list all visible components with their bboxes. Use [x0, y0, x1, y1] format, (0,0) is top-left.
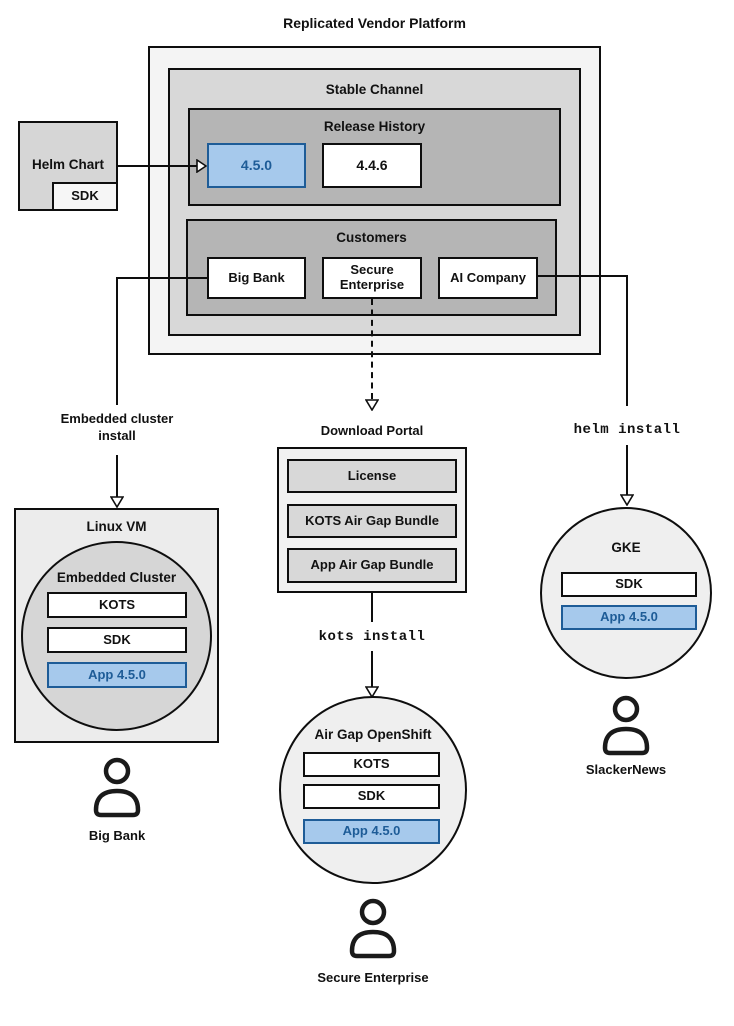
release-4-4-6: 4.4.6 [322, 143, 422, 188]
release-history-label: Release History [323, 119, 426, 134]
arrowhead-right-icon [196, 159, 207, 173]
gke-sdk-box: SDK [561, 572, 697, 597]
stable-channel-label: Stable Channel [325, 82, 424, 97]
helm-chart-label: Helm Chart [31, 157, 104, 172]
linuxvm-app-box: App 4.5.0 [47, 662, 187, 688]
arrowhead-down-portal-icon [365, 399, 379, 411]
kots-install-label: kots install [318, 629, 426, 645]
diagram-title: Replicated Vendor Platform [283, 15, 466, 31]
secure-enterprise-user-label: Secure Enterprise [317, 970, 429, 985]
download-portal-label: Download Portal [320, 423, 424, 438]
arrowhead-down-openshift-icon [365, 686, 379, 698]
customers-label: Customers [336, 230, 407, 245]
secure-branch-dashed-line [371, 299, 373, 399]
bigbank-branch-vline-2 [116, 455, 118, 497]
aicompany-branch-hline [538, 275, 628, 277]
linuxvm-sdk-box: SDK [47, 627, 187, 653]
airgap-openshift-label: Air Gap OpenShift [314, 727, 432, 742]
customer-big-bank: Big Bank [207, 257, 306, 299]
portal-branch-vline-2 [371, 651, 373, 687]
portal-item-kots-airgap-bundle: KOTS Air Gap Bundle [287, 504, 457, 538]
portal-branch-vline-1 [371, 593, 373, 622]
secure-enterprise-user-icon [349, 898, 397, 960]
helm-install-label: helm install [573, 422, 681, 438]
bigbank-branch-vline-1 [116, 277, 118, 405]
arrowhead-down-linuxvm-icon [110, 496, 124, 508]
release-4-5-0: 4.5.0 [207, 143, 306, 188]
helm-to-release-line [118, 165, 199, 167]
openshift-sdk-box: SDK [303, 784, 440, 809]
gke-label: GKE [611, 540, 641, 555]
openshift-app-box: App 4.5.0 [303, 819, 440, 844]
big-bank-user-icon [93, 757, 141, 819]
aicompany-branch-vline-1 [626, 275, 628, 406]
portal-item-app-airgap-bundle: App Air Gap Bundle [287, 548, 457, 583]
slackernews-user-icon [602, 695, 650, 757]
gke-app-box: App 4.5.0 [561, 605, 697, 630]
linux-vm-label: Linux VM [86, 519, 147, 534]
arrowhead-down-gke-icon [620, 494, 634, 506]
linuxvm-kots-box: KOTS [47, 592, 187, 618]
slackernews-user-label: SlackerNews [585, 762, 667, 777]
aicompany-branch-vline-2 [626, 445, 628, 495]
big-bank-user-label: Big Bank [88, 828, 146, 843]
embedded-cluster-label: Embedded Cluster [56, 570, 177, 585]
customer-secure-enterprise: Secure Enterprise [322, 257, 422, 299]
portal-item-license: License [287, 459, 457, 493]
customer-ai-company: AI Company [438, 257, 538, 299]
bigbank-branch-hline [117, 277, 207, 279]
openshift-kots-box: KOTS [303, 752, 440, 777]
helm-sdk-box: SDK [52, 182, 118, 211]
embedded-install-label: Embedded cluster install [60, 411, 174, 443]
